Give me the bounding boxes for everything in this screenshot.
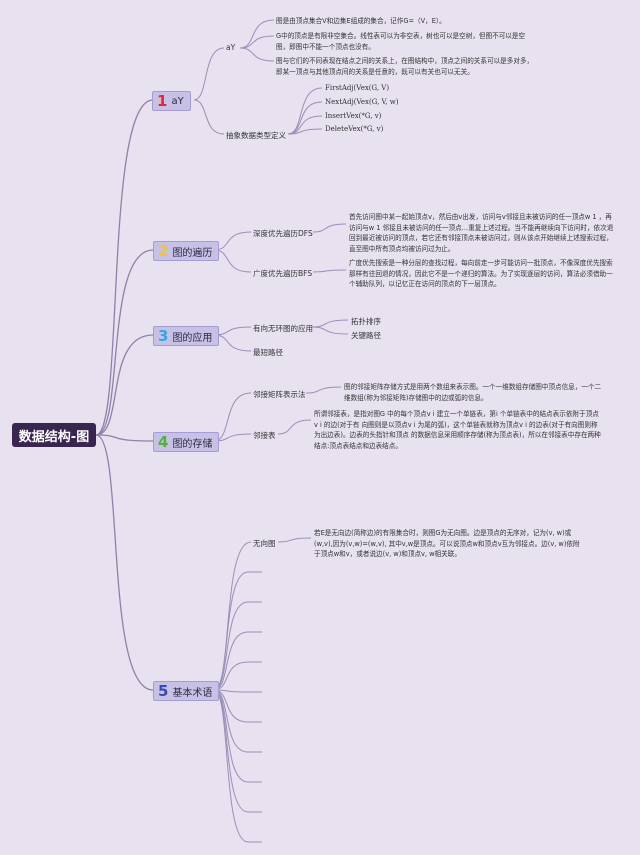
branch-2-sub-1-label[interactable]: 深度优先遍历DFS <box>253 229 313 238</box>
link-b1-sub1 <box>193 47 225 101</box>
branch-1-sub-1-text-1: 图是由顶点集合V和边集E组成的集合，记作G=（V，E）。 <box>276 17 446 25</box>
link-b1-sub2-i4 <box>287 128 323 135</box>
branch-2-sub-2-text: 广度优先搜索是一种分层的查找过程，每向前走一步可能访问一批顶点，不像深度优先搜索… <box>349 259 613 288</box>
link-b2-sub2 <box>213 249 252 273</box>
branch-4-sub-1-label[interactable]: 邻接矩阵表示法 <box>253 390 306 399</box>
link-b3-sub2 <box>213 334 252 352</box>
branch-2-node[interactable]: 2 图的遍历 <box>153 241 220 261</box>
branch-1-label: aY <box>171 95 184 107</box>
link-b5-empty-3 <box>213 631 249 691</box>
link-b1-sub2 <box>193 99 225 135</box>
branch-4-label: 图的存储 <box>172 438 213 450</box>
branch-1-number: 1 <box>157 91 168 110</box>
branch-3-number: 3 <box>158 326 169 345</box>
topological-sort-item[interactable]: 拓扑排序 <box>351 317 381 326</box>
critical-path-item[interactable]: 关键路径 <box>351 331 381 340</box>
link-b2-sub2-text <box>312 269 347 273</box>
branch-4-sub-2-text: 所谓邻接表，是指对图G 中的每个顶点v i 建立一个单链表，第i 个单链表中的结… <box>314 410 601 450</box>
adt-item-3[interactable]: InsertVex(*G, v) <box>325 112 382 120</box>
adt-item-4[interactable]: DeleteVex(*G, v) <box>325 125 384 133</box>
link-b4-sub2-text <box>277 419 312 435</box>
branch-5-sub-1-text: 若E是无向边(简称边)的有限集合时，则图G为无向图。边是顶点的无序对，记为(v,… <box>314 529 580 558</box>
adt-item-1[interactable]: FirstAdj(Vex(G, V) <box>325 84 390 92</box>
branch-5-node[interactable]: 5 基本术语 <box>153 681 220 701</box>
link-b5-empty-7 <box>213 689 249 753</box>
link-b3-sub1 <box>213 326 252 336</box>
branch-2-sub-2-label[interactable]: 广度优先遍历BFS <box>253 269 313 278</box>
branch-3-sub-2-label[interactable]: 最短路径 <box>253 348 283 357</box>
branch-4-sub-2-label[interactable]: 邻接表 <box>253 431 276 440</box>
branch-3-node[interactable]: 3 图的应用 <box>153 326 220 346</box>
branch-4-sub-1-text: 图的邻接矩阵存储方式是用两个数组来表示图。一个一维数组存储图中顶点信息，一个二维… <box>344 383 602 402</box>
link-b1-sub2-i3 <box>287 115 323 135</box>
link-b1-sub1-t3 <box>239 47 275 62</box>
branch-4-node[interactable]: 4 图的存储 <box>153 432 220 452</box>
branch-3-label: 图的应用 <box>172 332 213 344</box>
link-b2-sub1-text <box>312 223 347 233</box>
branch-2-sub-1-text: 首先访问图中某一起始顶点v，然后由v出发，访问与v邻接且未被访问的任一顶点w 1… <box>349 213 614 253</box>
link-b5-empty-2 <box>213 601 249 691</box>
branch-5-label: 基本术语 <box>172 687 213 699</box>
branch-3-sub-1-label[interactable]: 有向无环图的应用 <box>253 324 313 333</box>
branch-1-sub-1-text-2: G中的顶点是有限非空集合。线性表可以为非空表，树也可以是空树，但图不可以是空图，… <box>276 32 526 51</box>
link-b1-sub1-t2 <box>239 35 275 49</box>
root-node[interactable]: 数据结构-图 <box>12 423 96 447</box>
branch-1-sub-1-label[interactable]: aY <box>226 43 236 52</box>
branch-1-sub-1-text-3: 图与它们的不同表现在结点之间的关系上，在图结构中，顶点之间的关系可以是多对多，即… <box>276 57 534 76</box>
branch-5-sub-1-label[interactable]: 无向图 <box>253 539 276 548</box>
link-b2-sub1 <box>213 231 252 251</box>
branch-2-number: 2 <box>158 241 169 260</box>
link-root-branch-2 <box>95 249 154 436</box>
link-root-branch-3 <box>95 334 154 436</box>
branch-4-number: 4 <box>158 432 169 451</box>
branch-2-label: 图的遍历 <box>172 247 213 259</box>
branch-1-sub-2-label[interactable]: 抽象数据类型定义 <box>226 131 286 140</box>
adt-item-2[interactable]: NextAdj(Vex(G, V, w) <box>325 98 399 106</box>
branch-1-node[interactable]: 1 aY <box>152 91 191 111</box>
link-b3-sub1-i2 <box>311 326 349 335</box>
link-b5-sub1-text <box>277 537 312 543</box>
link-root-branch-1 <box>95 99 154 436</box>
link-root-branch-5 <box>95 434 154 691</box>
link-b4-sub2 <box>213 433 252 442</box>
link-root-branch-4 <box>95 434 154 442</box>
link-b1-sub1-t1 <box>239 19 275 49</box>
link-b4-sub1-text <box>305 386 342 394</box>
branch-5-number: 5 <box>158 681 169 700</box>
link-b3-sub1-i1 <box>311 319 349 328</box>
